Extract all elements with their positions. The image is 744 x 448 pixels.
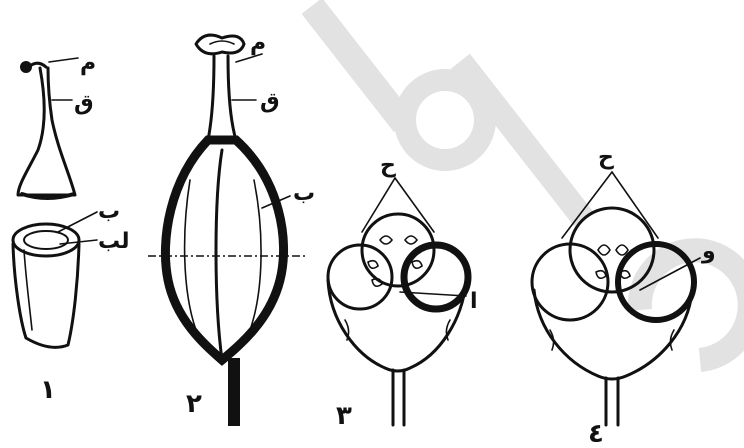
watermark: [302, 0, 744, 360]
fig4-label-ovule: و: [701, 239, 716, 264]
figure-3: ح ا ٣: [328, 153, 478, 431]
fig2-label-stigma: م: [250, 31, 266, 56]
fig4-label-carpels: ح: [598, 145, 614, 170]
fig1-number: ١: [40, 375, 56, 405]
fig1-label-stigma: م: [80, 51, 96, 76]
fig2-style: [208, 54, 262, 140]
fig1-label-ovary-cavity: ب: [98, 199, 120, 224]
fig1-label-placenta: لب: [98, 229, 130, 254]
fig2-stalk: [228, 358, 240, 426]
fig3-label-carpels: ح: [380, 153, 396, 178]
figure-1: م ق ب لب ١: [13, 51, 130, 405]
fig2-label-ovary: ب: [293, 181, 315, 206]
fig3-number: ٣: [336, 401, 352, 431]
fig2-ovary-body: [165, 140, 290, 360]
fig2-label-style: ق: [260, 89, 280, 114]
fig4-ovary-cup: [534, 290, 692, 425]
fig2-stigma: [196, 35, 244, 54]
fig1-ovary: [13, 212, 97, 347]
fig4-number: ٤: [588, 419, 604, 448]
fig2-number: ٢: [186, 389, 202, 419]
figure-2: م ق ب ٢: [165, 31, 315, 426]
fig1-pistil-top: [18, 58, 78, 198]
fig3-label-placenta: ا: [470, 289, 478, 314]
fig1-label-style: ق: [74, 91, 94, 116]
